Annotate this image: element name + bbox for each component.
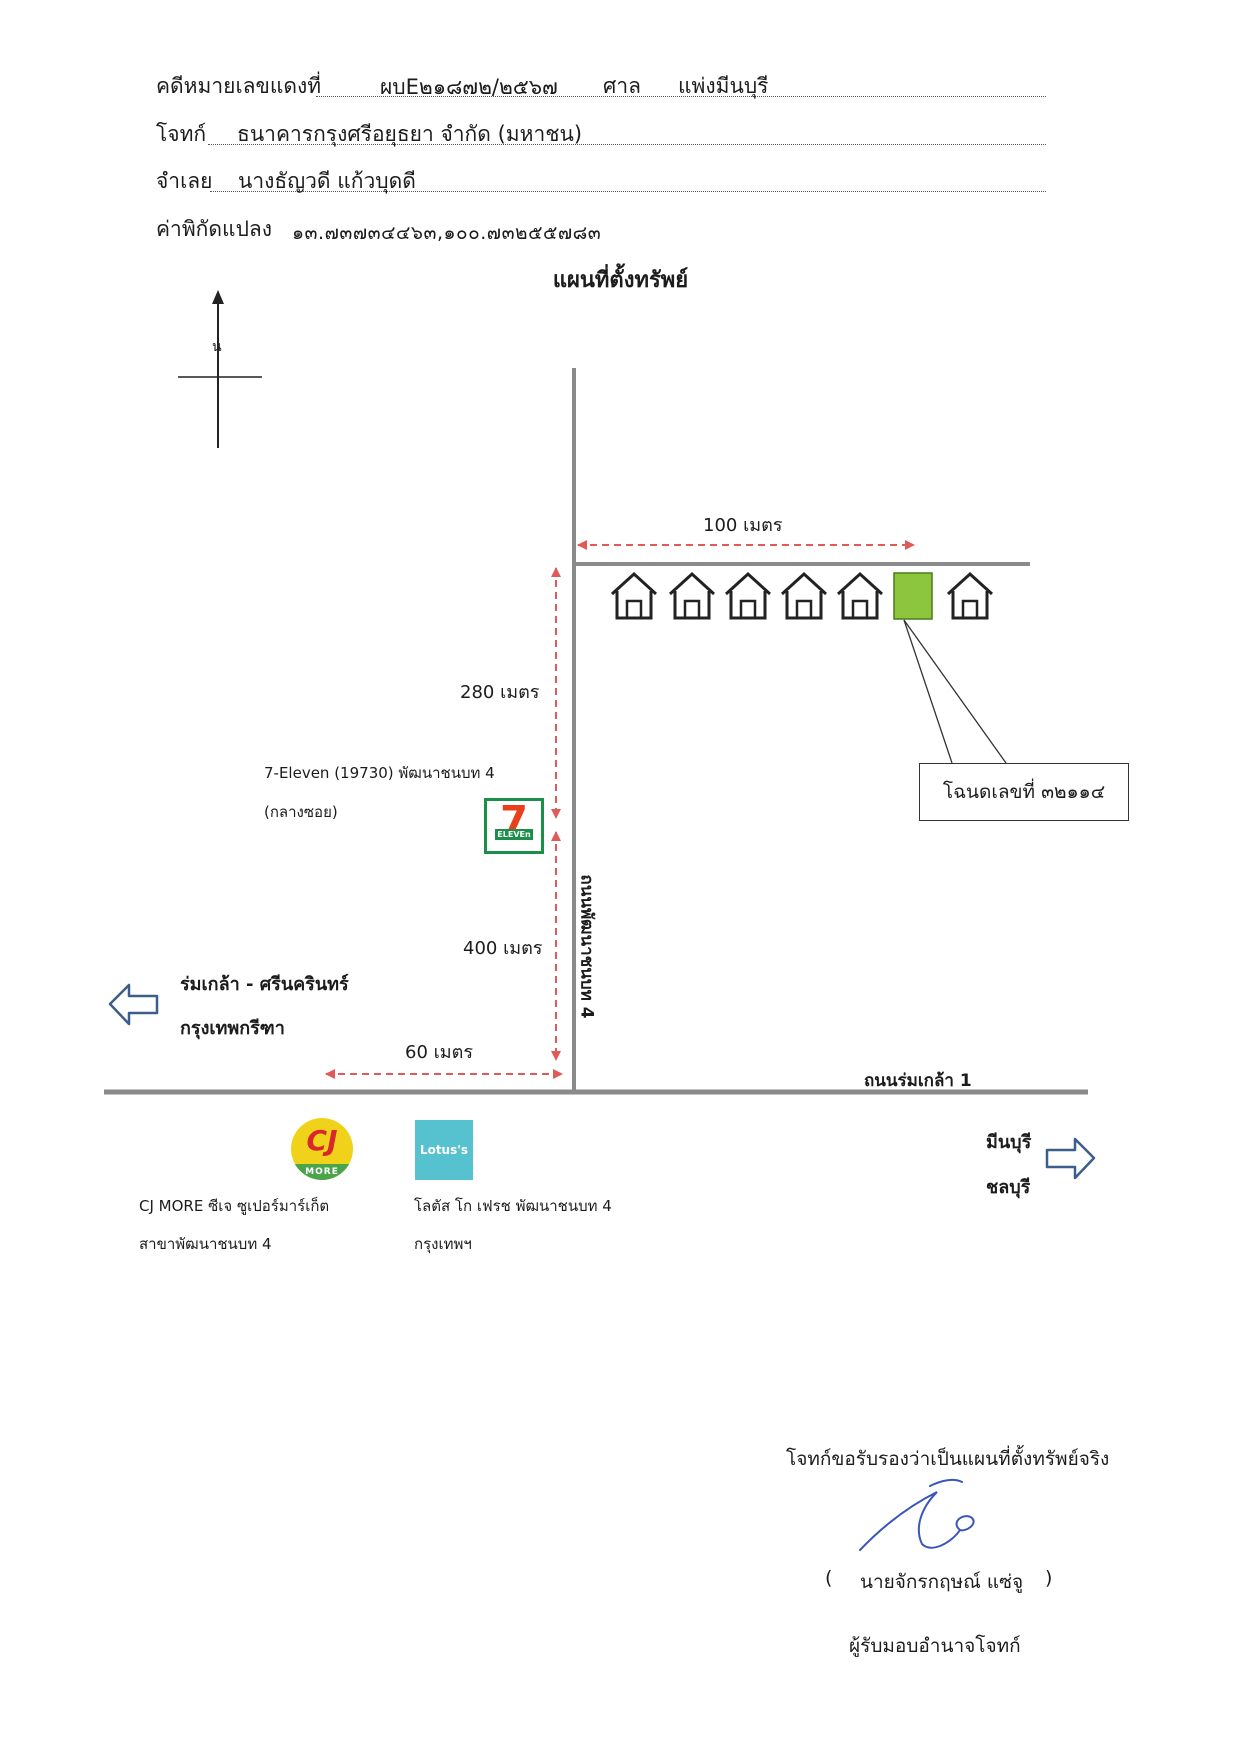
cj-more-label: CJ MORE ซีเจ ซูเปอร์มาร์เก็ต — [139, 1197, 330, 1215]
west-arrow-icon — [108, 983, 159, 1026]
seven-eleven-sublabel: (กลางซอย) — [264, 803, 338, 821]
signer-name-open-paren: ( — [825, 1567, 833, 1589]
house-icon — [610, 571, 658, 620]
house-icon — [780, 571, 828, 620]
lotus-logo: Lotus's — [415, 1120, 473, 1180]
seven-eleven-label: 7-Eleven (19730) พัฒนาชนบท 4 — [264, 764, 495, 782]
distance-400m-label: 400 เมตร — [463, 938, 543, 959]
plaintiff-underline — [208, 144, 1046, 145]
defendant-value: นางธัญวดี แก้วบุดดี — [238, 169, 416, 193]
target-plot — [893, 572, 933, 620]
court-value: แพ่งมีนบุรี — [678, 74, 769, 98]
map-title: แผนที่ตั้งทรัพย์ — [552, 268, 689, 293]
certification-text: โจทก์ขอรับรองว่าเป็นแผนที่ตั้งทรัพย์จริง — [786, 1448, 1110, 1470]
distance-280m-label: 280 เมตร — [460, 682, 540, 703]
east-direction-label: มีนบุรี — [986, 1132, 1032, 1153]
signer-name-close-paren: ) — [1045, 1567, 1053, 1589]
west-direction-label: ร่มเกล้า - ศรีนครินทร์ — [180, 974, 349, 995]
east-direction-sublabel: ชลบุรี — [986, 1177, 1031, 1198]
lotus-label: โลตัส โก เฟรช พัฒนาชนบท 4 — [414, 1197, 612, 1215]
house-icon — [836, 571, 884, 620]
distance-100m-label: 100 เมตร — [703, 515, 783, 536]
east-arrow-icon — [1045, 1137, 1096, 1180]
house-icon — [724, 571, 772, 620]
house-icon — [668, 571, 716, 620]
signer-role: ผู้รับมอบอำนาจโจทก์ — [849, 1635, 1021, 1657]
coordinates-label: ค่าพิกัดแปลง — [156, 217, 273, 241]
handwritten-signature — [859, 1478, 975, 1551]
cj-more-logo: CJ MORE — [291, 1118, 353, 1180]
deed-number-box: โฉนดเลขที่ ๓๒๑๑๔ — [919, 763, 1129, 821]
seven-eleven-logo: 7 ELEVEn — [484, 798, 544, 854]
defendant-label: จำเลย — [156, 169, 213, 193]
deed-callout-leader — [903, 619, 1007, 764]
plaintiff-value: ธนาคารกรุงศรีอยุธยา จำกัด (มหาชน) — [237, 122, 583, 146]
cj-more-logo-text: CJ — [306, 1124, 338, 1157]
signer-name: นายจักรกฤษณ์ แซ่จู — [860, 1571, 1024, 1593]
deed-callout-leader — [903, 619, 953, 764]
west-direction-sublabel: กรุงเทพกรีฑา — [180, 1018, 285, 1039]
house-icon — [946, 571, 994, 620]
north-arrow — [178, 290, 262, 448]
case-number-value: ผบE๒๑๘๗๒/๒๕๖๗ — [380, 75, 558, 99]
case-number-underline — [316, 96, 1046, 97]
north-label: น — [212, 339, 222, 355]
distance-60m-label: 60 เมตร — [405, 1042, 474, 1063]
road-pattanachonnabot-4-label: ถนนพัฒนาชนบท 4 — [576, 874, 597, 1019]
cj-more-logo-sub: MORE — [291, 1164, 353, 1180]
seven-eleven-logo-text: ELEVEn — [495, 829, 533, 840]
plaintiff-label: โจทก์ — [156, 122, 207, 146]
road-romklao-1-label: ถนนร่มเกล้า 1 — [864, 1071, 972, 1091]
defendant-underline — [210, 191, 1046, 192]
coordinates-value: ๑๓.๗๓๗๓๔๔๖๓,๑๐๐.๗๓๒๕๕๗๘๓ — [292, 222, 602, 244]
court-label: ศาล — [603, 74, 641, 98]
case-number-label: คดีหมายเลขแดงที่ — [156, 74, 322, 98]
cj-more-sublabel: สาขาพัฒนาชนบท 4 — [139, 1235, 272, 1253]
lotus-sublabel: กรุงเทพฯ — [414, 1235, 472, 1253]
